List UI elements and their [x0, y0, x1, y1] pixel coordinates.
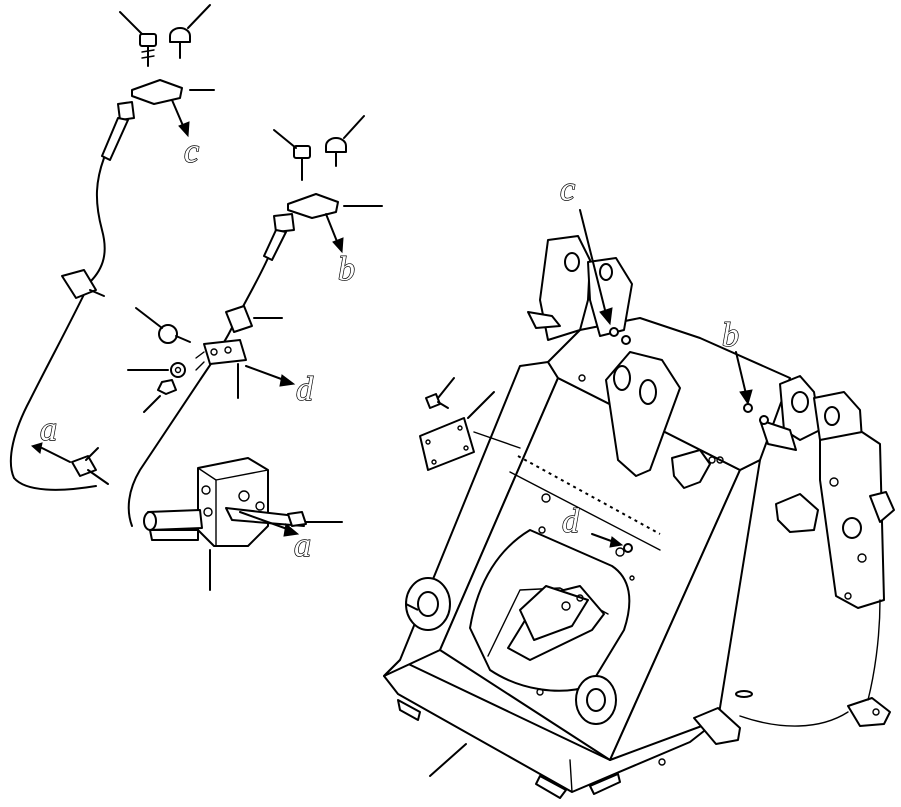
nut-part	[157, 379, 177, 395]
rod-end-part	[273, 213, 295, 233]
leader-line	[85, 447, 99, 461]
clamp-part	[61, 269, 97, 299]
callout-label-a: a	[40, 411, 57, 448]
link-bracket-part	[847, 697, 891, 727]
cover-plate-part	[419, 417, 475, 471]
leader-line	[143, 395, 161, 413]
front-frame-part	[383, 235, 895, 799]
control-valve-part	[143, 457, 307, 547]
arrow-line	[171, 99, 185, 129]
arrow-line	[579, 209, 607, 315]
pivot-boss-part	[575, 675, 617, 725]
arrow-line	[239, 511, 291, 531]
washer-part	[170, 362, 186, 378]
bracket-part	[131, 79, 183, 105]
clamp-part	[225, 305, 253, 333]
callout-label-c: c	[560, 171, 575, 208]
cable-assembly-right	[127, 115, 383, 527]
arrow-line	[325, 213, 339, 245]
cable-assembly-left	[9, 4, 215, 491]
leader-line	[437, 377, 455, 399]
callout-label-b: b	[338, 251, 355, 288]
cable-line	[9, 157, 106, 491]
knob-bolt-part	[158, 324, 191, 344]
callout-label-a: a	[294, 527, 311, 564]
bracket-part	[287, 193, 339, 219]
arrow-line	[591, 533, 615, 543]
bolt-part	[293, 145, 311, 181]
callout-label-d: d	[562, 503, 580, 540]
leader-line	[429, 743, 467, 777]
leader-line	[343, 115, 365, 139]
arrow-line	[735, 351, 747, 395]
bolt-part	[325, 137, 347, 167]
rod-end-part	[117, 101, 135, 121]
pivot-boss-part	[405, 577, 451, 631]
leader-line	[119, 11, 143, 35]
leader-line	[273, 129, 297, 149]
callout-label-c: c	[184, 133, 199, 170]
cable-sleeve-part	[263, 229, 287, 261]
link-bracket-part	[693, 707, 741, 745]
screw-part	[425, 393, 449, 409]
dash-line	[517, 455, 661, 535]
bolt-part	[169, 27, 191, 59]
leader-line	[187, 4, 211, 29]
callout-label-d: d	[296, 371, 314, 408]
cable-line	[127, 257, 269, 527]
arrow-line	[41, 447, 71, 463]
callout-label-b: b	[722, 317, 739, 354]
arrow-line	[245, 365, 285, 381]
cable-sleeve-part	[101, 117, 129, 161]
leader-line	[135, 307, 163, 329]
leader-line	[467, 391, 495, 419]
bolt-part	[139, 33, 157, 67]
